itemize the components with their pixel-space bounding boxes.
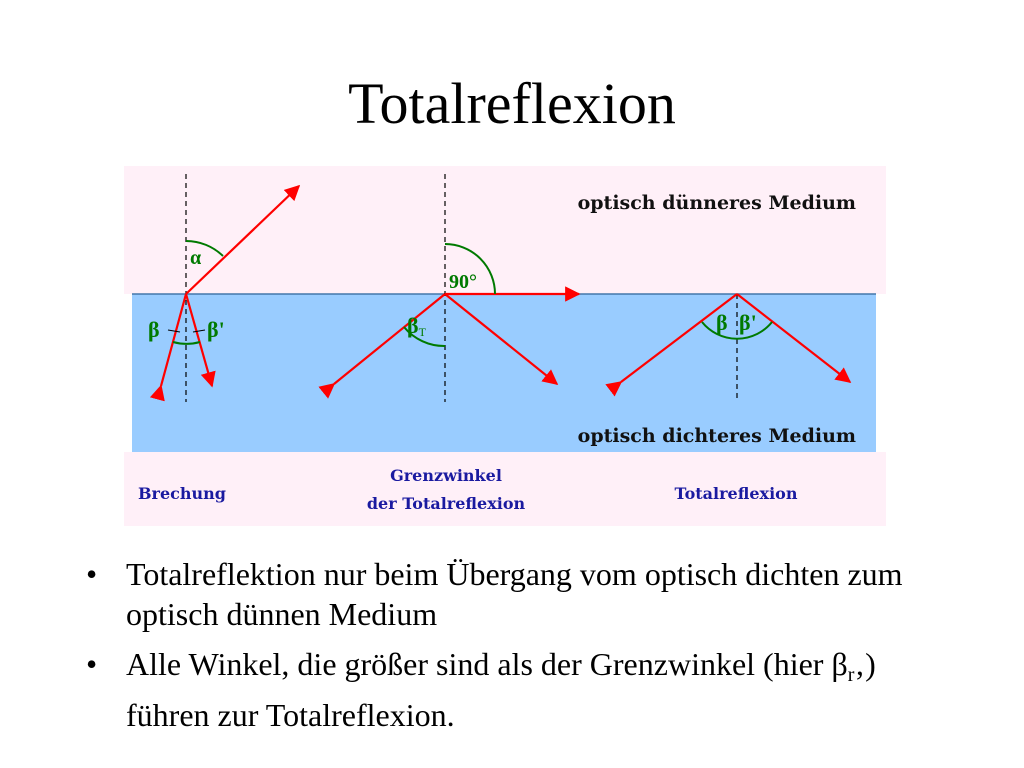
dense-medium-label: optisch dichteres Medium bbox=[578, 425, 856, 447]
total-beta-prime-label: β' bbox=[739, 310, 757, 335]
bullet-item: • Totalreflektion nur beim Übergang vom … bbox=[86, 554, 966, 634]
total-beta-label: β bbox=[716, 310, 728, 335]
ninety-degree-label: 90° bbox=[449, 271, 477, 293]
bullet-text: Totalreflektion nur beim Übergang vom op… bbox=[126, 556, 903, 632]
alpha-label: α bbox=[190, 247, 201, 269]
caption-brechung: Brechung bbox=[138, 484, 226, 503]
diagram-svg: optisch dünneres Medium optisch dichtere… bbox=[124, 166, 886, 526]
ninety-degree-arc bbox=[444, 243, 496, 295]
reflected-ray-total bbox=[736, 293, 852, 383]
caption-totalreflexion: Totalreflexion bbox=[675, 484, 798, 503]
caption-grenzwinkel-line2: der Totalreflexion bbox=[367, 494, 526, 513]
bullet-item: • Alle Winkel, die größer sind als der G… bbox=[86, 644, 966, 735]
critical-angle-arc bbox=[403, 326, 446, 348]
incident-ray-refraction bbox=[149, 293, 188, 402]
bullet-glyph: • bbox=[86, 556, 98, 592]
refracted-ray bbox=[185, 184, 301, 295]
alpha-arc bbox=[185, 239, 224, 257]
incident-ray-total bbox=[605, 293, 738, 397]
total-reflection-arc bbox=[701, 321, 773, 340]
caption-area bbox=[124, 452, 886, 526]
bullet-subscript: r bbox=[847, 664, 855, 686]
beta-tick-left bbox=[167, 329, 181, 333]
bullet-text-pre: Alle Winkel, die größer sind als der Gre… bbox=[126, 646, 848, 682]
incident-ray-critical bbox=[318, 293, 446, 399]
thin-medium-area bbox=[124, 166, 886, 294]
thin-medium-label: optisch dünneres Medium bbox=[578, 192, 856, 214]
beta-tick-right bbox=[192, 329, 206, 333]
beta-arc bbox=[172, 341, 201, 345]
caption-grenzwinkel-line1: Grenzwinkel bbox=[390, 466, 502, 485]
slide-title: Totalreflexion bbox=[348, 71, 676, 136]
bullet-list: • Totalreflektion nur beim Übergang vom … bbox=[86, 554, 966, 745]
total-reflection-diagram: optisch dünneres Medium optisch dichtere… bbox=[124, 166, 886, 526]
reflected-ray-critical bbox=[444, 293, 559, 385]
bullet-glyph: • bbox=[86, 646, 98, 682]
beta-prime-label: β' bbox=[207, 317, 225, 342]
bullet-text-post: ‚) führen zur Totalreflexion. bbox=[126, 646, 876, 733]
dense-medium-area bbox=[132, 294, 876, 452]
beta-label: β bbox=[148, 317, 160, 342]
critical-angle-label: βT bbox=[407, 313, 427, 339]
partial-reflected-ray bbox=[184, 293, 216, 388]
